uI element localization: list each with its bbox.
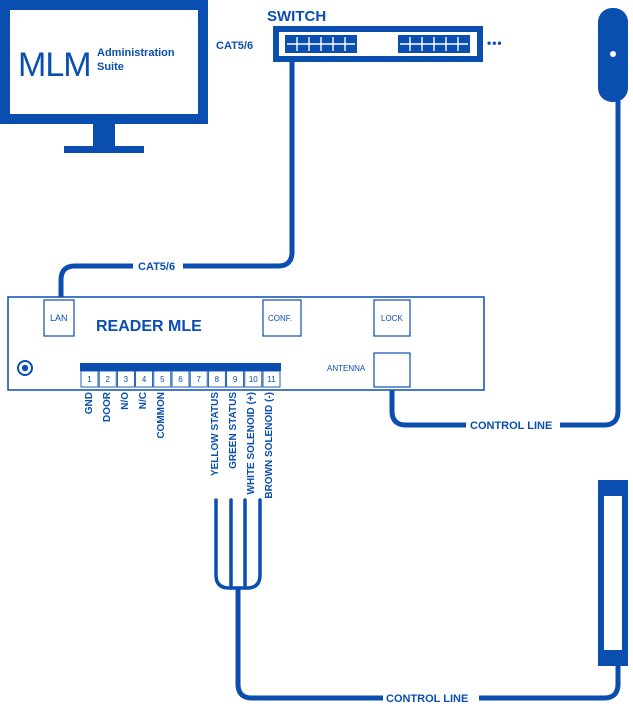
terminal-pin-number: 11: [267, 375, 276, 384]
control-line-bottom-bg: [383, 691, 479, 705]
reader-mount-hole-center: [21, 364, 29, 372]
control-line-top-label: CONTROL LINE: [470, 420, 552, 432]
control-device-top: [598, 8, 628, 102]
control-line-bottom-label: CONTROL LINE: [386, 693, 468, 705]
control-device-bottom-panel: [604, 496, 622, 650]
monitor-logo: MLM: [18, 46, 91, 84]
reader-antenna-port: [373, 352, 411, 388]
terminal-pin: [171, 370, 190, 388]
terminal-pin: [116, 370, 135, 388]
reader-antenna-label: ANTENNA: [327, 364, 366, 373]
terminal-label: WHITE SOLENOID (+): [246, 392, 257, 495]
terminal-pin: [226, 370, 245, 388]
terminal-pin-number: 10: [249, 375, 258, 384]
reader-title: READER MLE: [96, 318, 202, 335]
terminal-pin: [189, 370, 208, 388]
terminal-pin-number: 2: [105, 375, 110, 384]
switch-port-label: CAT5/6: [216, 40, 253, 52]
reader-mle: LAN READER MLE CONF. LOCK ANTENNA 1 2 3 4 5 6…: [7, 296, 485, 391]
terminal-pin: [244, 370, 263, 388]
terminal-pin: [207, 370, 226, 388]
terminal-label: DOOR: [102, 391, 113, 422]
terminal-label: GREEN STATUS: [228, 392, 239, 469]
network-switch: SWITCH CAT5/6 •••: [216, 8, 503, 62]
terminal-pin: [98, 370, 117, 388]
reader-lock-label: LOCK: [381, 314, 403, 323]
terminal-pin-number: 8: [215, 375, 220, 384]
reader-lock-port: [373, 299, 411, 337]
terminal-label: GND: [84, 392, 95, 414]
cat5-link-label: CAT5/6: [138, 261, 175, 273]
terminal-wire-bundle: [214, 498, 262, 590]
wire-yellow-status: [214, 498, 240, 590]
reader-conf-label: CONF.: [268, 314, 292, 323]
monitor-neck: [93, 124, 115, 148]
control-device-bottom: [598, 480, 628, 666]
admin-monitor: MLM Administration Suite: [0, 0, 208, 153]
terminal-labels: GND DOOR N/O N/C COMMON YELLOW STATUS GREEN ST…: [84, 391, 275, 498]
reader-conf-port: [262, 299, 302, 337]
switch-title: SWITCH: [267, 8, 326, 25]
terminal-pin-number: 7: [196, 375, 201, 384]
reader-lan-port: [43, 299, 75, 337]
monitor-product-line2: Suite: [97, 61, 124, 73]
terminal-label: N/C: [138, 392, 149, 409]
terminal-pin-number: 6: [178, 375, 183, 384]
link-label-bg: [133, 260, 183, 272]
switch-port-dividers: [287, 37, 468, 51]
monitor-screen: [0, 0, 208, 124]
terminal-pin-number: 9: [233, 375, 238, 384]
monitor-product-line1: Administration: [97, 47, 175, 59]
control-device-top-led: [610, 51, 616, 57]
terminal-label: N/O: [120, 392, 131, 410]
monitor-base: [64, 146, 144, 153]
terminal-pin: [153, 370, 172, 388]
terminal-pin: [80, 370, 99, 388]
terminal-pin: [262, 370, 281, 388]
terminal-pin: [135, 370, 154, 388]
terminal-label: YELLOW STATUS: [210, 392, 221, 476]
control-line-top-bg: [466, 418, 560, 432]
terminal-pins: 1 2 3 4 5 6 7 8 9 10 11: [80, 370, 281, 388]
terminal-strip-bar: [80, 363, 281, 371]
terminal-label: BROWN SOLENOID (-): [264, 392, 275, 499]
control-line-bottom-cable: [235, 587, 621, 701]
terminal-label: COMMON: [156, 392, 167, 439]
reader-lan-label: LAN: [50, 313, 68, 323]
terminal-pin-number: 1: [87, 375, 92, 384]
terminal-pin-number: 3: [124, 375, 129, 384]
switch-more-dots: •••: [487, 36, 503, 50]
wire-brown-solenoid: [236, 498, 262, 590]
terminal-pin-number: 5: [160, 375, 165, 384]
terminal-pin-number: 4: [142, 375, 147, 384]
